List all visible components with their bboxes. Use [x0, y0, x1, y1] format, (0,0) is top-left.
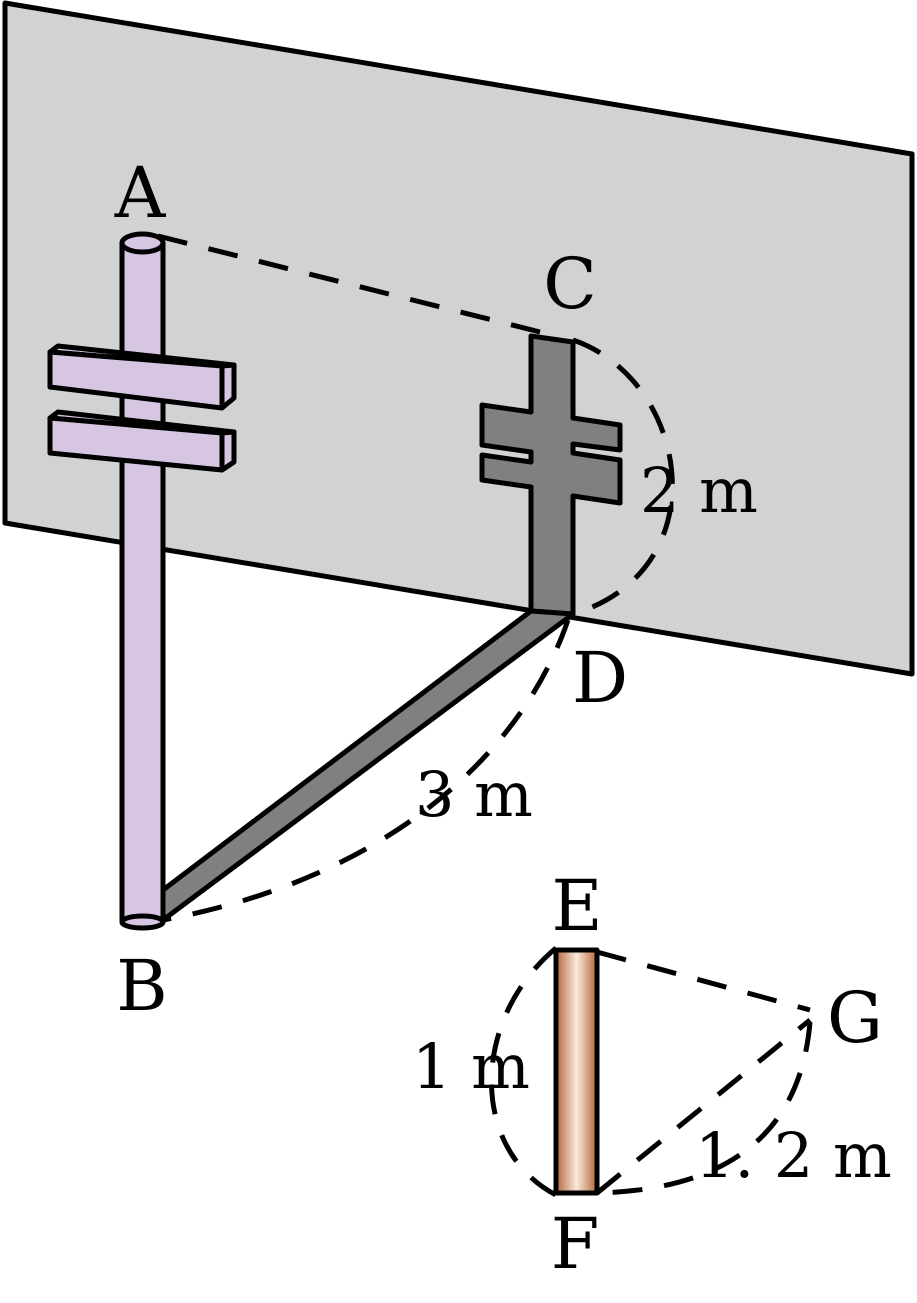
pole-crossbar-lower	[47, 409, 237, 473]
stick	[553, 947, 600, 1196]
dimension-label-bd: 3 m	[415, 758, 533, 831]
dimension-label-cd: 2 m	[640, 454, 758, 527]
wall	[2, 0, 915, 677]
point-label-d: D	[572, 637, 628, 719]
point-label-f: F	[551, 1203, 600, 1285]
point-label-b: B	[116, 945, 167, 1027]
ray-e-to-g	[596, 949, 811, 1013]
pole	[119, 231, 166, 931]
point-label-c: C	[543, 243, 597, 325]
arc-cd	[572, 337, 675, 617]
point-label-a: A	[114, 152, 167, 234]
point-label-e: E	[551, 865, 602, 947]
point-label-g: G	[827, 977, 883, 1059]
dimension-label-fg: 1. 2 m	[695, 1119, 892, 1192]
pole-crossbar-upper	[47, 343, 237, 411]
shadow-f-to-g	[595, 1018, 812, 1195]
ray-a-to-c	[157, 233, 541, 335]
arc-bd	[162, 619, 571, 923]
dimension-label-ef: 1 m	[412, 1030, 530, 1103]
